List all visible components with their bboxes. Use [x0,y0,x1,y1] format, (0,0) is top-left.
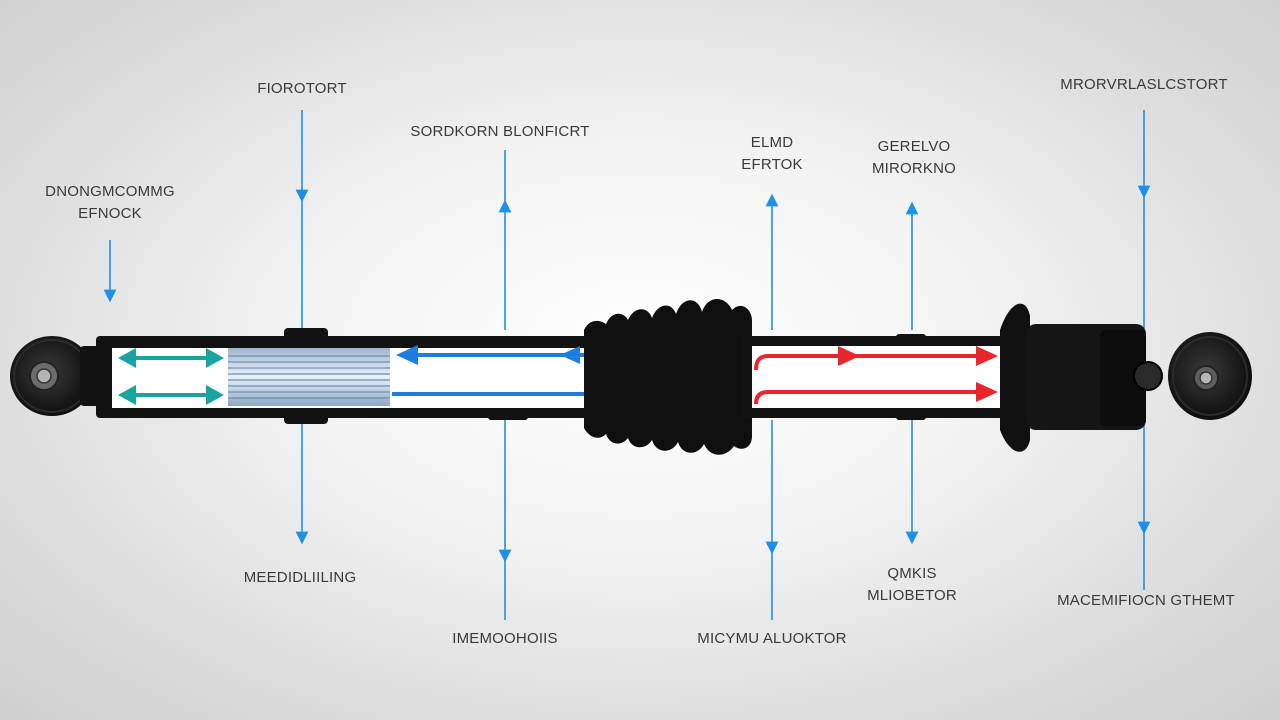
label-bottom-right-line1: MACEMIFIOCN GTHEMT [1057,592,1235,609]
label-bottom-1: MEEDIDLIILING [220,567,380,589]
label-top-1: FIOROTORT [222,78,382,100]
label-top-3: ELMD EFRTOK [712,132,832,176]
leader-lines [103,110,1151,620]
label-top-2: SORDKORN BLONFICRT [390,121,610,143]
label-top-3-line1: ELMD [750,134,794,151]
label-top-left-line1: DNONGMCOMMG [45,183,175,200]
label-bottom-3: MICYMU ALUOKTOR [672,628,872,650]
label-top-4: GERELVO MIRORKNO [850,136,978,180]
label-bottom-2: IMEMOOHOIIS [425,628,585,650]
label-bottom-4: QMKIS MLIOBETOR [846,563,978,607]
label-top-4-line1: GERELVO [877,138,951,155]
rubber-boot [584,299,752,455]
label-top-1-line1: FIOROTORT [257,80,347,97]
label-top-4-line2: MIRORKNO [871,160,957,177]
label-bottom-4-line1: QMKIS [887,565,937,582]
label-top-right-line1: MRORVRLASLCSTORT [1060,76,1228,93]
right-housing [742,303,1163,452]
label-top-2-line1: SORDKORN BLONFICRT [410,123,590,140]
red-flow-arrows [754,346,998,405]
teal-flow-arrows [118,348,224,405]
label-top-left: DNONGMCOMMG EFNOCK [30,181,190,225]
label-bottom-4-line2: MLIOBETOR [867,587,957,604]
label-bottom-1-line1: MEEDIDLIILING [243,569,357,586]
label-top-3-line2: EFRTOK [741,156,803,173]
label-bottom-right: MACEMIFIOCN GTHEMT [1030,590,1262,612]
label-top-left-line2: EFNOCK [78,205,142,222]
label-top-right: MRORVRLASLCSTORT [1052,74,1236,96]
left-mounting-eye-icon [10,336,102,416]
label-bottom-3-line1: MICYMU ALUOKTOR [697,630,847,647]
right-mounting-eye-icon [1168,332,1252,420]
label-bottom-2-line1: IMEMOOHOIIS [452,630,558,647]
